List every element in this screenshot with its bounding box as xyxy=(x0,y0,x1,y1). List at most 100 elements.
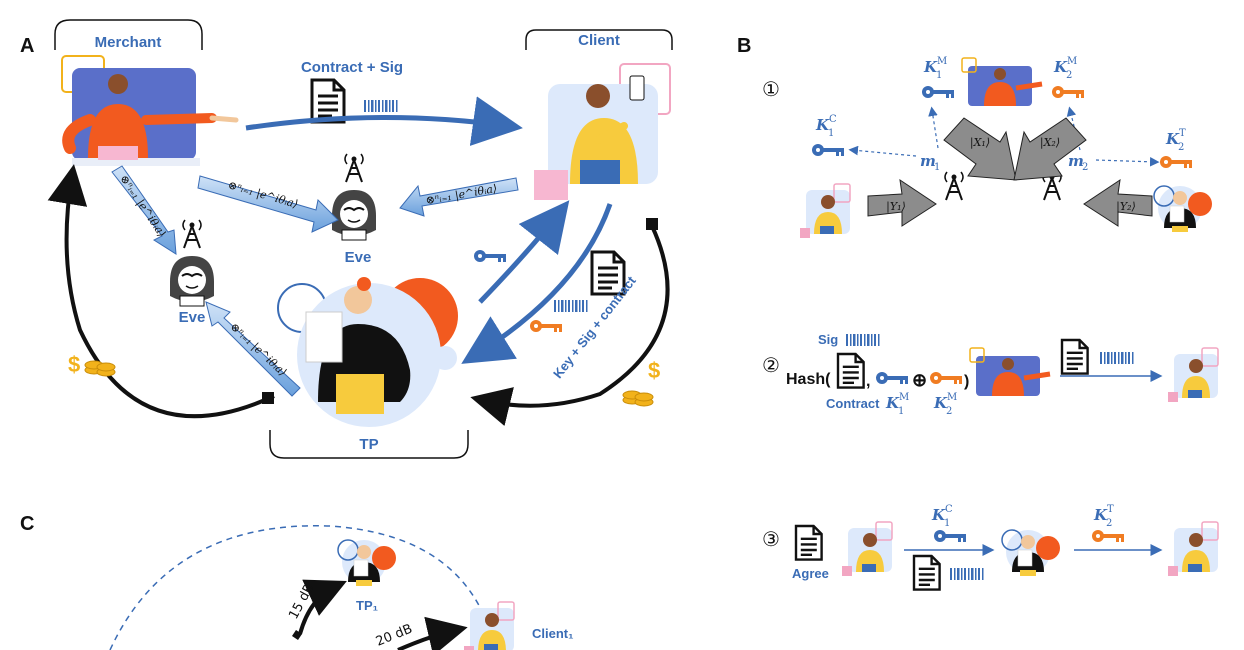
hash-open: Hash( xyxy=(786,371,831,388)
svg-text:T: T xyxy=(1179,128,1186,139)
coins-icon xyxy=(84,360,116,377)
svg-text:1: 1 xyxy=(828,128,834,139)
client1-label: Client₁ xyxy=(532,626,574,641)
merchant-mini-illustration xyxy=(962,58,1042,106)
dashed-arrow-m1-to-k1c xyxy=(848,145,917,157)
contract-caption: Contract xyxy=(826,396,880,411)
m1-label: m xyxy=(920,152,936,170)
antenna-icon xyxy=(944,171,964,201)
signature-barcode-icon xyxy=(364,100,398,112)
svg-text:C: C xyxy=(945,504,953,515)
panel-b: ① K 1 M K 2 M K 1 C K 2 T xyxy=(762,56,1219,591)
client-mini-illustration xyxy=(1167,347,1219,403)
k1c-caption: K 1 C xyxy=(931,504,953,529)
svg-text:2: 2 xyxy=(946,406,952,417)
signature-barcode-icon xyxy=(554,300,588,312)
coins-icon xyxy=(622,390,654,407)
dollar-sign: $ xyxy=(68,352,80,377)
key-blue-icon xyxy=(876,372,908,384)
eve-top: Eve xyxy=(331,153,377,266)
link-arrow-to-client1 xyxy=(397,616,468,650)
client-mini-illustration xyxy=(799,183,851,239)
svg-text:T: T xyxy=(1107,504,1114,515)
xor-symbol: ⊕ xyxy=(912,370,927,390)
key-orange-icon xyxy=(1092,530,1124,542)
hash-comma: , xyxy=(866,373,870,390)
merchant-bracket xyxy=(54,19,203,50)
contract-icon xyxy=(794,524,823,561)
antenna-icon xyxy=(182,219,202,249)
merchant-title: Merchant xyxy=(95,34,162,51)
svg-text:K: K xyxy=(1053,58,1068,76)
state-arrow-merchant-to-eve: ⊗ⁿᵢ₌₁ |e^iθᵢa⟩ xyxy=(197,175,339,233)
key-blue-icon xyxy=(812,144,844,156)
svg-text:K: K xyxy=(885,394,900,412)
svg-text:2: 2 xyxy=(1082,162,1088,173)
contract-icon xyxy=(310,78,346,124)
svg-text:K: K xyxy=(933,394,948,412)
client-mini-illustration xyxy=(841,521,893,577)
state-arrow-tp-to-eve-left: ⊗ⁿᵢ₌₁ |e^iθᵢa⟩ xyxy=(205,301,301,397)
svg-text:|X₁⟩: |X₁⟩ xyxy=(970,136,990,150)
agree-label: Agree xyxy=(792,566,829,581)
svg-text:K: K xyxy=(931,506,946,524)
svg-text:M: M xyxy=(1067,56,1077,67)
key-orange-icon xyxy=(530,320,562,332)
tp-mini-illustration xyxy=(337,539,397,587)
svg-text:1: 1 xyxy=(934,162,940,173)
svg-text:1: 1 xyxy=(944,518,950,529)
client-illustration xyxy=(534,63,671,200)
eve-hacker-icon xyxy=(169,255,215,307)
tp1-label: TP₁ xyxy=(356,598,378,613)
step-1-marker: ① xyxy=(762,77,780,101)
arrow-merchant-to-client xyxy=(245,96,523,146)
svg-text:K: K xyxy=(1165,130,1180,148)
key-k2t: K 2 T xyxy=(1160,128,1192,168)
arrow-tail-diamond xyxy=(292,630,302,640)
arrow-tail-square xyxy=(262,392,274,404)
svg-text:K: K xyxy=(923,58,938,76)
tp-mini-illustration xyxy=(1001,529,1061,577)
client-mini-illustration xyxy=(1167,521,1219,577)
sig-label: Sig xyxy=(818,332,838,347)
svg-text:2: 2 xyxy=(1178,142,1184,153)
contract-icon xyxy=(1060,338,1089,375)
state-arrow-y2: |Y₂⟩ xyxy=(1083,178,1153,227)
arrow-client-to-tp xyxy=(461,203,613,364)
state-label: ⊗ⁿᵢ₌₁ |e^iθᵢa⟩ xyxy=(425,182,499,208)
key-blue-icon xyxy=(934,530,966,542)
k1m-caption: K 1 M xyxy=(885,392,909,417)
k2m-caption: K 2 M xyxy=(933,392,957,417)
dashed-arrow-m1-to-k1m xyxy=(928,106,939,149)
key-blue-icon xyxy=(922,86,954,98)
k2t-caption: K 2 T xyxy=(1093,504,1114,529)
arrow-tail-square xyxy=(646,218,658,230)
key-orange-icon xyxy=(930,372,962,384)
eve-hacker-icon xyxy=(331,189,377,241)
key-k1m: K 1 M xyxy=(922,56,954,98)
client-bracket xyxy=(525,29,673,50)
step-3-marker: ③ xyxy=(762,527,780,551)
step-2-marker: ② xyxy=(762,353,780,377)
gain-15db-label: 15 dB xyxy=(286,581,317,621)
key-k2m: K 2 M xyxy=(1052,56,1084,98)
hash-close: ) xyxy=(964,373,969,390)
payment-arrow-tp-to-merchant xyxy=(47,164,275,419)
client-mini-illustration xyxy=(463,601,515,650)
eve-left: Eve xyxy=(169,219,215,326)
contract-icon xyxy=(836,352,865,389)
dollar-sign: $ xyxy=(648,358,660,383)
state-label: ⊗ⁿᵢ₌₁ |e^iθᵢa⟩ xyxy=(116,172,168,240)
state-arrow-client-to-eve: ⊗ⁿᵢ₌₁ |e^iθᵢa⟩ xyxy=(399,177,519,217)
state-arrow-x1: |X₁⟩ xyxy=(943,117,1017,181)
svg-text:M: M xyxy=(937,56,947,67)
tp-bracket xyxy=(269,430,469,459)
m2-label: m xyxy=(1068,152,1084,170)
antenna-icon xyxy=(344,153,364,183)
signature-barcode-icon xyxy=(846,334,880,346)
link-arrow-to-tp1 xyxy=(298,579,347,635)
svg-text:2: 2 xyxy=(1106,518,1112,529)
panel-c: TP₁ Client₁ 15 dB 20 dB xyxy=(109,525,574,650)
arrow-tp-to-client xyxy=(478,200,570,304)
